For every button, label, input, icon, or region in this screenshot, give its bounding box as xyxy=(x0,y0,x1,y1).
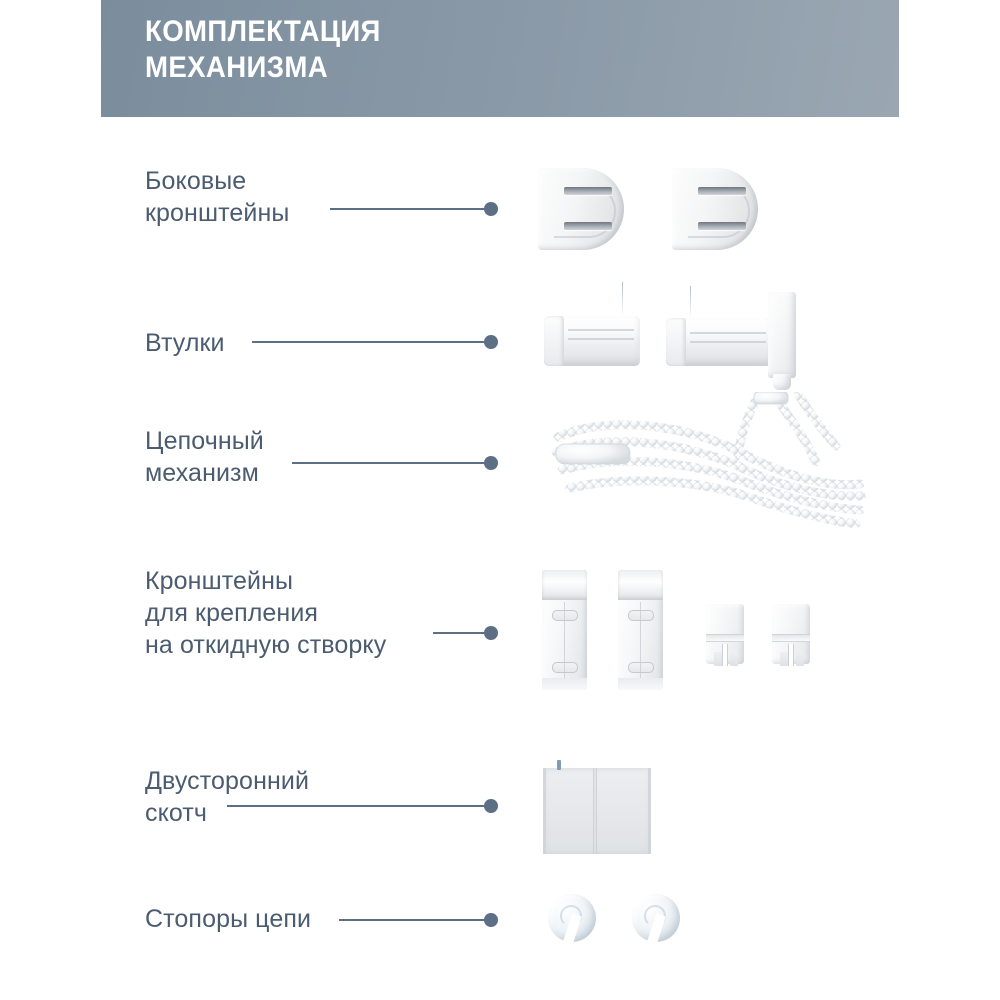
side-bracket-right-icon xyxy=(672,168,758,250)
connector-line xyxy=(339,919,497,921)
clip-notch xyxy=(788,644,794,666)
chain-stopper-left-icon xyxy=(548,894,596,946)
clip-leg-right xyxy=(730,652,738,666)
bushing-ridge xyxy=(568,329,634,331)
label-chain-stoppers: Стопоры цепи xyxy=(145,905,312,933)
bushing-right-icon xyxy=(666,318,772,366)
tape-edge-right xyxy=(648,768,651,854)
connector-chain-mechanism xyxy=(292,456,498,470)
label-double-sided-tape: Двусторонний скотч xyxy=(145,767,310,827)
bracket-bottom-lip xyxy=(618,678,663,690)
chain-joiner xyxy=(555,443,631,465)
connector-double-sided-tape xyxy=(227,799,498,813)
bracket-slot-bottom xyxy=(564,222,612,230)
flap-bracket-right-icon xyxy=(618,570,663,690)
bracket-slot-bottom xyxy=(698,222,746,230)
label-bushings: Втулки xyxy=(145,329,225,357)
bushing-pin-right xyxy=(690,286,691,318)
connector-chain-stoppers xyxy=(339,913,498,927)
bracket-seam xyxy=(564,602,565,684)
bracket-hole xyxy=(552,662,578,673)
label-flap-brackets: Кронштейны для крепления на откидную ств… xyxy=(145,567,387,659)
bracket-hole xyxy=(628,662,654,673)
flap-clip-left-icon xyxy=(706,604,744,666)
bushing-cap xyxy=(544,316,564,366)
connector-line xyxy=(330,208,497,210)
flap-bracket-set-image xyxy=(520,560,820,715)
chain-connector-clip xyxy=(753,392,789,405)
tape-pull-tab xyxy=(557,760,561,770)
flap-clip-right-icon xyxy=(772,604,810,666)
clip-band xyxy=(706,634,744,642)
chain-stopper-right-icon xyxy=(632,894,680,946)
clip-notch xyxy=(722,644,728,666)
bead-chain-image xyxy=(540,392,870,532)
connector-line xyxy=(227,805,497,807)
bushing-ridge xyxy=(690,332,766,334)
connector-line xyxy=(292,462,497,464)
mechanism-housing-icon xyxy=(768,292,796,378)
header-band xyxy=(101,0,899,117)
bushing-left-icon xyxy=(544,316,640,366)
connector-dot xyxy=(484,799,498,813)
connector-side-brackets xyxy=(330,202,498,216)
clip-band xyxy=(772,634,810,642)
bracket-bottom-lip xyxy=(542,678,587,690)
bushing-pair-image xyxy=(530,282,830,397)
side-bracket-left-icon xyxy=(538,168,624,250)
bushing-ridge xyxy=(690,341,766,343)
clip-leg-left xyxy=(780,652,788,666)
connector-bushings xyxy=(252,335,498,349)
clip-leg-right xyxy=(796,652,804,666)
bushing-pin-left xyxy=(622,282,623,316)
connector-line xyxy=(252,341,497,343)
bracket-slot-top xyxy=(698,187,746,195)
tape-strip-icon xyxy=(543,760,651,854)
page-title: КОМПЛЕКТАЦИЯ МЕХАНИЗМА xyxy=(145,15,381,84)
bracket-hole xyxy=(628,610,654,621)
double-sided-tape-image xyxy=(543,760,653,856)
bracket-slot-top xyxy=(564,187,612,195)
tape-edge-left xyxy=(543,768,546,854)
connector-line xyxy=(433,632,497,634)
connector-dot xyxy=(484,456,498,470)
mechanism-housing-foot xyxy=(773,374,791,390)
tape-seam xyxy=(593,768,597,854)
label-side-brackets: Боковые кронштейны xyxy=(145,167,290,227)
connector-flap-brackets xyxy=(433,626,498,640)
clip-leg-left xyxy=(714,652,722,666)
bracket-hole xyxy=(552,610,578,621)
bead-chain-icon xyxy=(551,392,867,529)
bushing-cap xyxy=(666,318,686,366)
connector-dot xyxy=(484,202,498,216)
chain-stopper-pair-image xyxy=(548,894,698,954)
bracket-seam xyxy=(640,602,641,684)
bracket-top-lip xyxy=(618,570,663,600)
connector-dot xyxy=(484,626,498,640)
side-bracket-pair-image xyxy=(530,160,800,260)
connector-dot xyxy=(484,913,498,927)
label-chain-mechanism: Цепочный механизм xyxy=(145,427,264,487)
connector-dot xyxy=(484,335,498,349)
bushing-ridge xyxy=(568,338,634,340)
bracket-top-lip xyxy=(542,570,587,600)
flap-bracket-left-icon xyxy=(542,570,587,690)
